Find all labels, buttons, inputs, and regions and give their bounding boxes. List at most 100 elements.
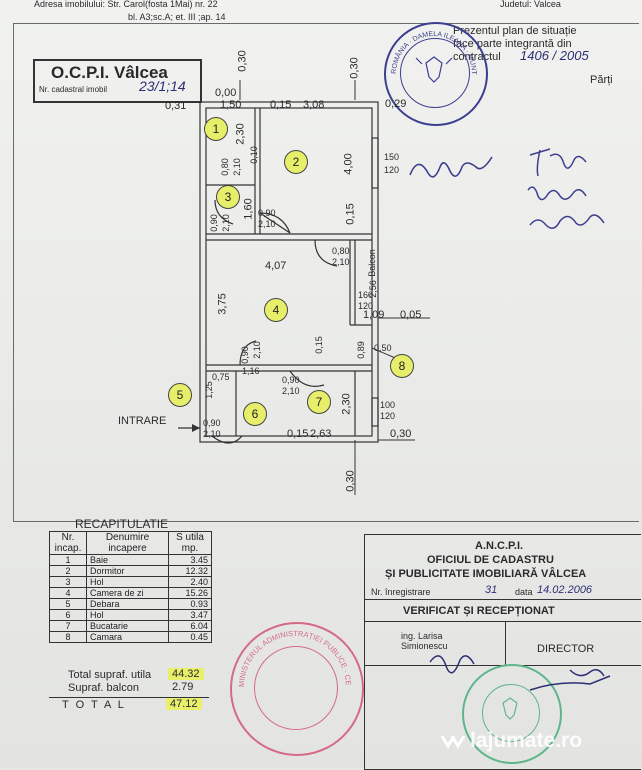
dim-090a: 0,90	[258, 208, 276, 218]
room-number-4: 4	[264, 298, 288, 322]
recap-name: Debara	[86, 598, 169, 610]
dim-210e: 2,10	[251, 341, 262, 359]
total-util-value: 44.32	[168, 668, 204, 680]
dim-top-right: 0,30	[348, 57, 361, 79]
balcon-label: Balcon	[366, 249, 377, 277]
verified-label: VERIFICAT ȘI RECEPȚIONAT	[403, 605, 555, 617]
dim-160: 1,60	[242, 198, 255, 220]
dim-075: 0,75	[212, 372, 230, 382]
dim-109: 1,09	[363, 309, 385, 321]
watermark-text: lajumate.ro	[470, 729, 583, 752]
recap-nr: 5	[49, 598, 87, 610]
recap-s: 3.47	[168, 609, 212, 621]
signatures	[409, 148, 605, 229]
dim-000: 0,00	[215, 87, 237, 99]
ocpi-box: O.C.P.I. Vâlcea Nr. cadastral imobil 23/…	[33, 59, 202, 103]
intrare-label: INTRARE	[118, 415, 167, 427]
dim-089: 0,89	[355, 341, 366, 359]
dim-015b: 0,15	[344, 203, 357, 225]
dim-window-100: 100	[380, 400, 396, 410]
note-line-1: Prezentul plan de situație	[453, 25, 577, 37]
recap-s: 0.45	[168, 631, 212, 643]
date-label: data	[515, 587, 533, 597]
dim-160b: 160	[358, 290, 374, 300]
dim-005: 0,05	[400, 309, 422, 321]
dim-029: 0,29	[385, 98, 407, 110]
dim-015d: 0,15	[287, 428, 309, 440]
address-line: Adresa imobilului: Str. Carol(fosta 1Mai…	[34, 0, 218, 9]
recap-s: 3.45	[168, 554, 212, 566]
recap-header-row: Nr. incap. Denumire incapere S utila mp.	[49, 531, 212, 555]
dim-090d: 0,90	[282, 375, 300, 385]
dim-400: 4,00	[342, 153, 355, 175]
dim-080b: 0,80	[332, 246, 350, 256]
dim-090e: 0,90	[203, 418, 221, 428]
total-util-label: Total supraf. utila	[68, 669, 152, 681]
dim-090c: 0,90	[239, 346, 250, 364]
recap-col-nr: Nr. incap.	[49, 531, 87, 555]
dim-030b: 0,30	[344, 470, 357, 492]
dim-010: 0,10	[248, 146, 259, 164]
dim-050: 0,50	[374, 343, 392, 353]
room-number-3: 3	[216, 185, 240, 209]
recap-name: Hol	[86, 609, 169, 621]
recap-s: 2.40	[168, 576, 212, 588]
recap-title: RECAPITULATIE	[75, 517, 169, 531]
dim-031: 0,31	[165, 100, 187, 112]
floor-plan	[178, 80, 430, 495]
authorization-stamp: MINISTERUL ADMINISTRAȚIEI PUBLICE · CERT…	[230, 622, 364, 756]
recap-s: 12.32	[168, 565, 212, 577]
dim-230b: 2,30	[340, 393, 353, 415]
date-value: 14.02.2006	[537, 584, 593, 596]
dim-015c: 0,15	[313, 336, 324, 354]
recap-name: Camera de zi	[86, 587, 169, 599]
dim-015: 0,15	[270, 99, 292, 111]
room-number-5: 5	[168, 383, 192, 407]
dim-top-left: 0,30	[236, 50, 249, 72]
cadastral-value: 23/1;14	[139, 78, 186, 94]
notary-stamp: ROMÂNIA · DAMELA ILEANA · MUNTEANU · NOT…	[384, 22, 488, 126]
balcon-area-label: Supraf. balcon	[68, 682, 139, 694]
total-divider	[49, 697, 209, 698]
dim-125: 1,25	[203, 381, 214, 399]
recap-nr: 6	[49, 609, 87, 621]
note-parti: Părți	[590, 74, 613, 86]
ocpi-title: O.C.P.I. Vâlcea	[51, 63, 168, 82]
recap-nr: 4	[49, 587, 87, 599]
dim-375: 3,75	[216, 293, 229, 315]
dim-080: 0,80	[219, 158, 230, 176]
dim-230: 2,30	[234, 123, 247, 145]
reg-value: 31	[485, 584, 498, 596]
note-contract-number: 1406 / 2005	[520, 48, 589, 63]
recap-name: Bucatarie	[86, 620, 169, 632]
recap-name: Camara	[86, 631, 169, 643]
recap-name: Dormitor	[86, 565, 169, 577]
dim-263: 2,63	[310, 428, 332, 440]
ancpi-line-1: OFICIUL DE CADASTRU	[427, 554, 554, 566]
plan-frame	[13, 23, 639, 522]
dim-090b: 0,90	[208, 214, 219, 232]
ancpi-block: A.N.C.P.I. OFICIUL DE CADASTRU ȘI PUBLIC…	[364, 534, 641, 770]
room-number-6: 6	[243, 402, 267, 426]
recap-nr: 1	[49, 554, 87, 566]
dim-150: 1,50	[220, 99, 242, 111]
note-line-2: face parte integrantă din	[453, 38, 572, 50]
ancpi-title: A.N.C.P.I.	[475, 540, 524, 552]
dim-210f: 2,10	[282, 386, 300, 396]
recap-name: Hol	[86, 576, 169, 588]
recap-s: 0.93	[168, 598, 212, 610]
balcon-area-value: 2.79	[172, 681, 194, 693]
dim-210d: 2,10	[332, 257, 350, 267]
recap-nr: 7	[49, 620, 87, 632]
total-value: 47.12	[166, 698, 202, 710]
authorization-stamp-text: MINISTERUL ADMINISTRAȚIEI PUBLICE · CERT…	[230, 622, 353, 687]
recap-col-s: S utila mp.	[168, 531, 212, 555]
engineer-name: ing. Larisa Simionescu	[401, 631, 448, 651]
